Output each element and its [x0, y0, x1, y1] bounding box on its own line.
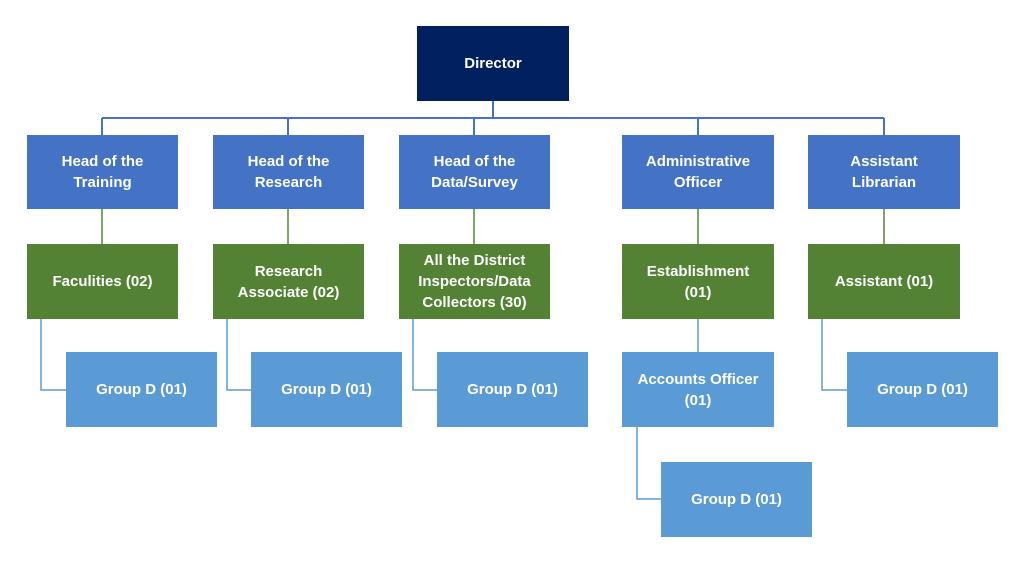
group-d-library-box: Group D (01): [847, 352, 998, 427]
director-box: Director: [417, 26, 569, 101]
assistant-librarian-box: Assistant Librarian: [808, 135, 960, 209]
group-d-research-box: Group D (01): [251, 352, 402, 427]
head-research-box: Head of the Research: [213, 135, 364, 209]
group-d-data-box: Group D (01): [437, 352, 588, 427]
groupd-connector-data: [412, 319, 437, 391]
assistant-librarian-label: Assistant Librarian: [850, 153, 918, 191]
groupd-connector-library: [821, 319, 847, 391]
group-d-label: Group D (01): [877, 381, 968, 398]
group-d-label: Group D (01): [467, 381, 558, 398]
district-inspectors-label: All the District Inspectors/Data Collect…: [418, 252, 531, 311]
groupd-connector-accounts: [636, 427, 661, 500]
groupd-connector-training: [40, 319, 66, 391]
head-research-label: Head of the Research: [247, 153, 330, 191]
groupd-connector-research: [226, 319, 251, 391]
establishment-box: Establishment (01): [622, 244, 774, 319]
administrative-officer-label: Administrative Officer: [645, 153, 751, 191]
head-training-box: Head of the Training: [27, 135, 178, 209]
group-d-accounts-box: Group D (01): [661, 462, 812, 537]
group-d-training-box: Group D (01): [66, 352, 217, 427]
research-associate-box: Research Associate (02): [213, 244, 364, 319]
assistant-box: Assistant (01): [808, 244, 960, 319]
accounts-officer-label: Accounts Officer (01): [637, 370, 759, 409]
assistant-label: Assistant (01): [834, 273, 934, 290]
group-d-label: Group D (01): [96, 381, 187, 398]
head-data-survey-box: Head of the Data/Survey: [399, 135, 550, 209]
director-label: Director: [464, 55, 522, 72]
head-data-survey-label: Head of the Data/Survey: [431, 153, 518, 191]
faculties-label: Faculities (02): [52, 273, 153, 290]
accounts-officer-box: Accounts Officer (01): [622, 352, 774, 427]
faculties-box: Faculities (02): [27, 244, 178, 319]
establishment-label: Establishment (01): [646, 262, 750, 301]
research-associate-label: Research Associate (02): [237, 262, 340, 301]
head-training-label: Head of the Training: [61, 153, 144, 191]
group-d-label: Group D (01): [281, 381, 372, 398]
group-d-label: Group D (01): [691, 491, 782, 508]
district-inspectors-box: All the District Inspectors/Data Collect…: [399, 244, 550, 319]
administrative-officer-box: Administrative Officer: [622, 135, 774, 209]
